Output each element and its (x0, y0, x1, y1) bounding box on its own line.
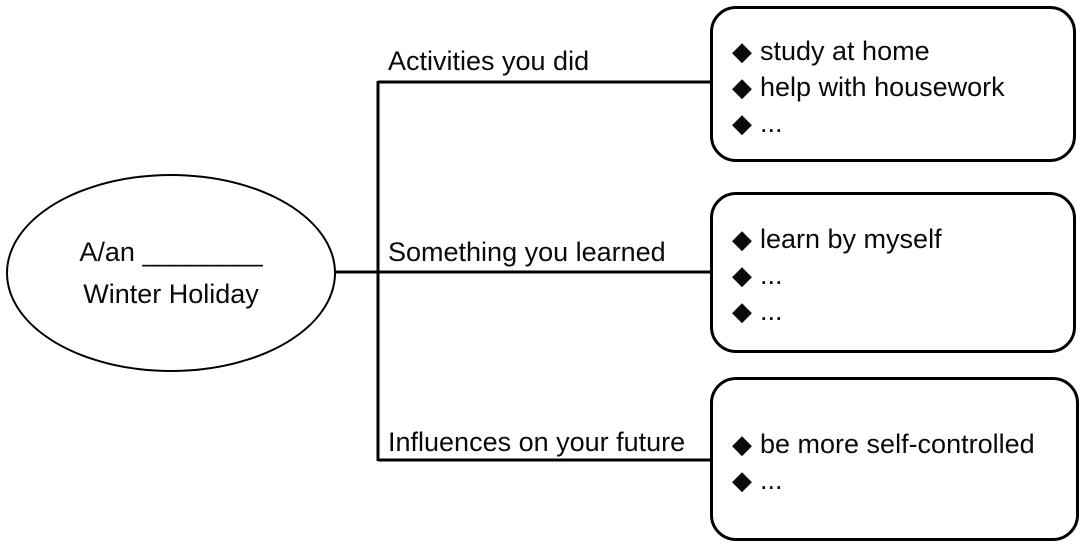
diamond-bullet-icon: ◆ (732, 36, 752, 66)
diamond-bullet-icon: ◆ (732, 429, 752, 459)
central-topic-ellipse: A/an ________ Winter Holiday (6, 174, 336, 372)
central-topic-line2: Winter Holiday (83, 279, 259, 309)
branch-box-activities: ◆ study at home ◆ help with housework ◆ … (710, 6, 1076, 162)
list-item: ◆ help with housework (732, 69, 1059, 105)
diamond-bullet-icon: ◆ (732, 224, 752, 254)
central-topic-line1: A/an ________ (79, 237, 263, 267)
list-item: ◆ learn by myself (732, 221, 1059, 257)
diamond-bullet-icon: ◆ (732, 108, 752, 138)
list-item: ◆ ... (732, 257, 1059, 293)
branch-box-something-learned: ◆ learn by myself ◆ ... ◆ ... (710, 192, 1076, 353)
bullet-text: learn by myself (760, 223, 942, 254)
list-item: ◆ ... (732, 462, 1062, 498)
bullet-text: be more self-controlled (760, 428, 1035, 459)
list-item: ◆ ... (732, 105, 1059, 141)
list-item: ◆ study at home (732, 33, 1059, 69)
bullet-text: ... (760, 259, 783, 290)
bullet-text: ... (760, 295, 783, 326)
bullet-text: ... (760, 464, 783, 495)
branch-box-influences: ◆ be more self-controlled ◆ ... (710, 377, 1079, 541)
bullet-text: study at home (760, 35, 930, 66)
diamond-bullet-icon: ◆ (732, 465, 752, 495)
branch-label-influences: Influences on your future (388, 427, 686, 457)
bullet-text: help with housework (760, 71, 1005, 102)
branch-label-activities: Activities you did (388, 46, 590, 76)
list-item: ◆ be more self-controlled (732, 426, 1062, 462)
branch-label-something-learned: Something you learned (388, 237, 666, 267)
diamond-bullet-icon: ◆ (732, 260, 752, 290)
diamond-bullet-icon: ◆ (732, 296, 752, 326)
bullet-text: ... (760, 107, 783, 138)
diamond-bullet-icon: ◆ (732, 72, 752, 102)
list-item: ◆ ... (732, 293, 1059, 329)
